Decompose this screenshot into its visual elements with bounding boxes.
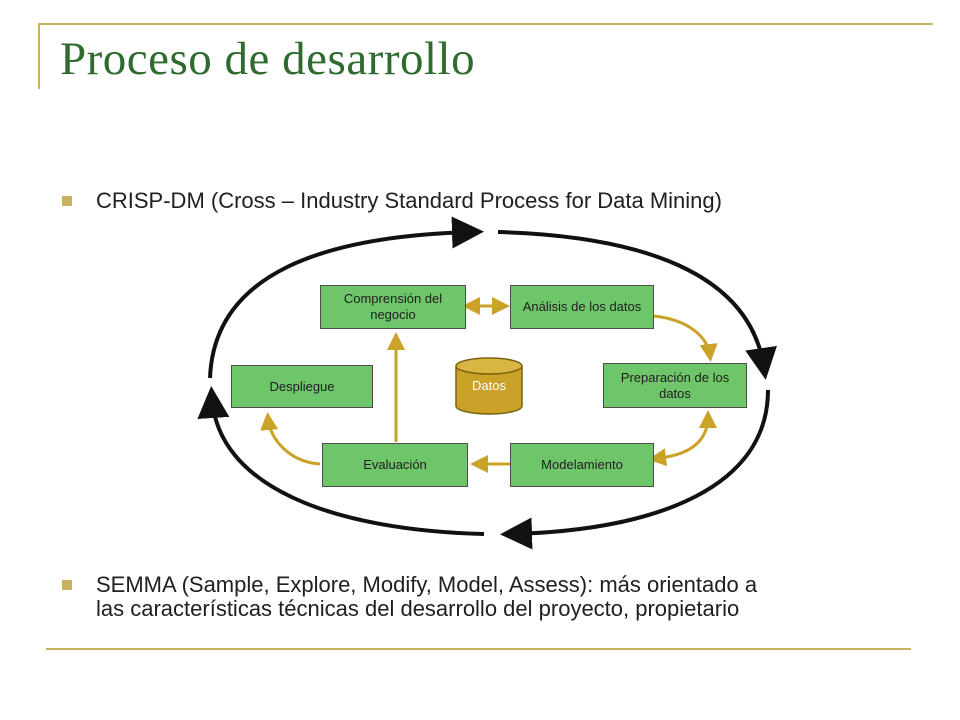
bullet-semma-line-2: las características técnicas del desarro… (96, 596, 740, 621)
phase-data-preparation: Preparación de los datos (603, 363, 747, 408)
phase-data-understanding: Análisis de los datos (510, 285, 654, 329)
bullet-marker-2 (62, 580, 72, 590)
left-rule (38, 23, 40, 89)
phase-evaluation: Evaluación (322, 443, 468, 487)
bullet-semma-line-1: SEMMA (Sample, Explore, Modify, Model, A… (96, 572, 758, 597)
connector-data-preparation (653, 314, 718, 362)
database-label: Datos (472, 378, 506, 393)
bullet-marker-1 (62, 196, 72, 206)
cycle-arrow-bottom-left (197, 386, 485, 536)
bullet-crisp-dm: CRISP-DM (Cross – Industry Standard Proc… (96, 188, 722, 213)
cycle-arrow-top-right (497, 230, 777, 380)
cycle-arrow-bottom-right (500, 389, 770, 550)
top-rule (40, 23, 933, 25)
phase-business-understanding: Comprensión del negocio (320, 285, 466, 329)
bottom-rule (46, 648, 911, 650)
slide-title: Proceso de desarrollo (60, 33, 476, 85)
phase-deployment: Despliegue (231, 365, 373, 408)
connector-preparation-modeling (648, 410, 717, 467)
phase-modeling: Modelamiento (510, 443, 654, 487)
cycle-arrow-top-left (208, 216, 484, 379)
database-icon (455, 357, 523, 415)
connector-evaluation-deployment (260, 412, 321, 466)
